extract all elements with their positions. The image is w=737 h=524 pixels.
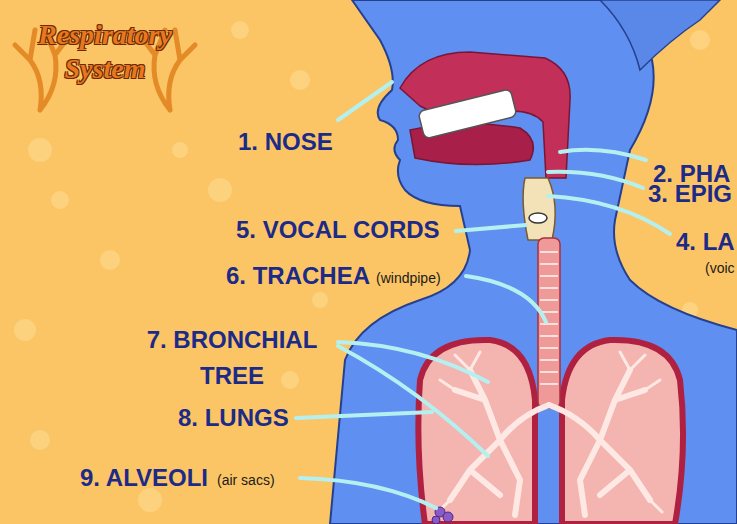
leader-lines [296,82,670,508]
callout-label: 8. LUNGS [178,406,289,430]
nasal-cavity [400,52,570,178]
callout-label: 6. TRACHEA [226,264,370,288]
vocal-cords [529,213,547,223]
body-silhouette [330,0,737,524]
callout-note: (windpipe) [376,270,441,286]
callout-note: (air sacs) [217,472,275,488]
callout-label: 9. ALVEOLI [80,466,208,490]
callout-label: 7. BRONCHIAL TREE [132,322,332,394]
callout-label: 3. EPIG [648,182,732,206]
callout-label: 1. NOSE [238,130,333,154]
callout-label: 5. VOCAL CORDS [236,218,440,242]
head-back [600,0,720,70]
larynx [523,178,555,240]
palate [418,89,517,139]
callout-note: (voic [705,260,735,276]
callout-label: 4. LA [676,230,735,254]
bronchial-tree [438,352,662,515]
diagram-title: Respiratory System [5,18,205,86]
trachea [538,238,560,408]
